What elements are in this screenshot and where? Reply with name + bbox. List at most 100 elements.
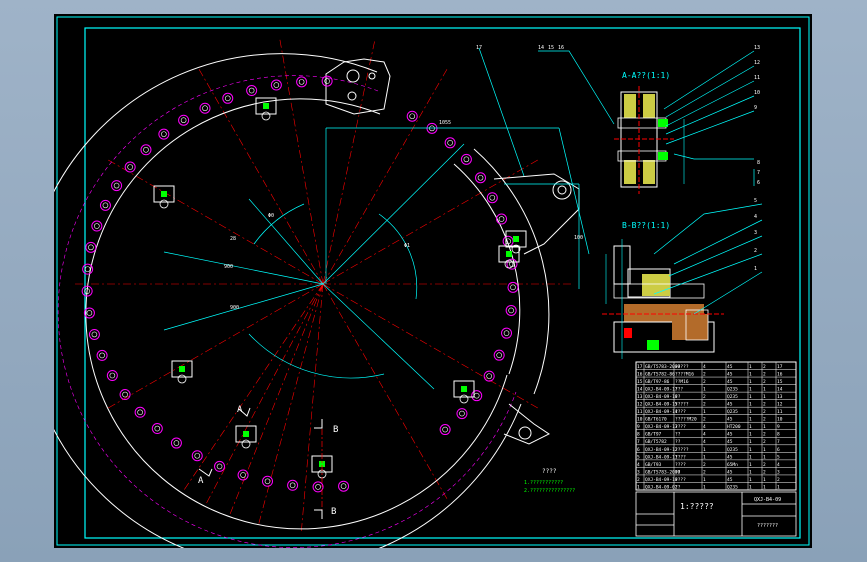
- bom-cell: 2: [703, 371, 706, 377]
- ring-inner-arc: [85, 98, 508, 530]
- bom-cell: 3: [637, 469, 640, 475]
- bolt-hole: [296, 76, 308, 88]
- bom-cell: 14: [637, 387, 643, 393]
- bolt-hole-core: [510, 284, 516, 291]
- bom-cell: 6: [777, 447, 780, 453]
- bolt-hole-core: [409, 113, 415, 120]
- clamp-bolt: [241, 439, 251, 449]
- bom-cell: 2: [763, 417, 766, 423]
- bolt-hole-core: [273, 82, 280, 88]
- balloon-11: 11: [754, 75, 760, 81]
- bolt-hole-core: [463, 156, 470, 163]
- bolt-hole: [199, 102, 211, 114]
- bom-cell: GB/T93: [645, 462, 662, 468]
- bolt-hole-core: [315, 484, 321, 490]
- bolt-hole: [312, 481, 324, 493]
- bolt-hole-core: [473, 392, 480, 399]
- centerline: [322, 67, 449, 285]
- dim-5: 1055: [439, 120, 451, 126]
- bolt-hole-core: [84, 288, 90, 294]
- balloon-4: 4: [754, 214, 757, 220]
- tech-note-line-2: 2.???????????????: [524, 488, 575, 494]
- bolt-hole-core: [486, 373, 492, 379]
- bom-cell: 16: [777, 371, 783, 377]
- technical-notes: ???? 1.??????????? 2.???????????????: [524, 468, 575, 494]
- bom-cell: ??: [675, 469, 681, 475]
- cad-viewport[interactable]: Φ0 28 900 900 1055 Φ1 100 B B A A ???? 1…: [54, 14, 812, 548]
- bom-cell: 1: [703, 484, 706, 490]
- section-b-view: B-B??(1:1): [602, 221, 724, 359]
- bolt-hole: [321, 75, 333, 87]
- bom-cell: ????: [675, 454, 686, 460]
- bom-cell: 1: [749, 409, 752, 415]
- bolt-hole-core: [109, 372, 116, 379]
- bom-cell: 1: [749, 439, 752, 445]
- bom-cell: ??: [675, 432, 681, 438]
- bom-cell: Q235: [727, 394, 738, 400]
- title-block: 1:????? QXJ-B4-09 ???????: [635, 491, 797, 537]
- bom-cell: Q235: [727, 447, 738, 453]
- balloon-2: 2: [754, 248, 757, 254]
- mark-b-top: B: [333, 425, 338, 435]
- bolt-hole-core: [143, 146, 149, 153]
- bom-cell: 45: [727, 371, 733, 377]
- dimension-lines: [163, 47, 590, 390]
- bolt-hole-core: [489, 194, 496, 201]
- bom-cell: 4: [703, 364, 706, 370]
- bolt-hole: [134, 406, 146, 418]
- dim-6: Φ1: [404, 243, 410, 249]
- dim-4: 900: [230, 305, 239, 311]
- bom-cell: 1: [763, 424, 766, 430]
- bom-cell: 4: [703, 432, 706, 438]
- bom-cell: 9: [637, 424, 640, 430]
- bom-cell: 2: [703, 462, 706, 468]
- bolt-hole: [406, 110, 418, 122]
- bolt-hole-core: [298, 79, 305, 85]
- balloon-16: 16: [558, 45, 564, 51]
- centerline: [300, 283, 324, 534]
- centerline: [279, 37, 324, 285]
- bom-cell: 1: [763, 477, 766, 483]
- bolt-hole-core: [161, 131, 167, 137]
- bolt-hole: [178, 114, 190, 126]
- clamp-block: [453, 380, 475, 398]
- centerline: [106, 158, 324, 285]
- bolt-hole: [88, 328, 100, 340]
- balloon-17: 17: [476, 45, 482, 51]
- bom-cell: 1: [703, 387, 706, 393]
- bom-cell: 2: [763, 364, 766, 370]
- clamp-nut: [243, 431, 249, 437]
- bolt-hole: [506, 258, 518, 270]
- title-block-company: ???????: [757, 523, 778, 529]
- bolt-hole-core: [429, 125, 435, 132]
- bom-cell: 2: [763, 371, 766, 377]
- bom-cell: 2: [703, 402, 706, 408]
- dim-2: 28: [230, 236, 236, 242]
- clamp-nut: [263, 103, 269, 109]
- bolt-hole: [170, 437, 182, 449]
- balloon-13: 13: [754, 45, 760, 51]
- clamp-bolt: [459, 394, 469, 404]
- dim-1: Φ0: [268, 213, 274, 219]
- bom-cell: 2: [703, 394, 706, 400]
- bom-cell: 4: [637, 462, 640, 468]
- outer-frame: [56, 16, 810, 546]
- bom-cell: 1: [749, 424, 752, 430]
- bom-cell: 4: [777, 462, 780, 468]
- clamp-nut: [179, 366, 185, 372]
- main-ring: [54, 53, 550, 548]
- bom-cell: QXJ-B4-09-12: [645, 447, 678, 453]
- bolt-hole-core: [113, 182, 120, 189]
- bom-cell: ????: [675, 409, 686, 415]
- bom-cell: 1: [749, 484, 752, 490]
- bom-cell: 45: [727, 469, 733, 475]
- bolt-hole: [507, 281, 519, 293]
- radial-centerlines: [73, 37, 573, 534]
- bolt-hole-core: [194, 452, 201, 459]
- bolt-hole: [496, 213, 508, 225]
- bolt-hole: [151, 423, 163, 435]
- balloon-15: 15: [548, 45, 554, 51]
- bom-cell: 7: [777, 439, 780, 445]
- leaders: [538, 50, 763, 315]
